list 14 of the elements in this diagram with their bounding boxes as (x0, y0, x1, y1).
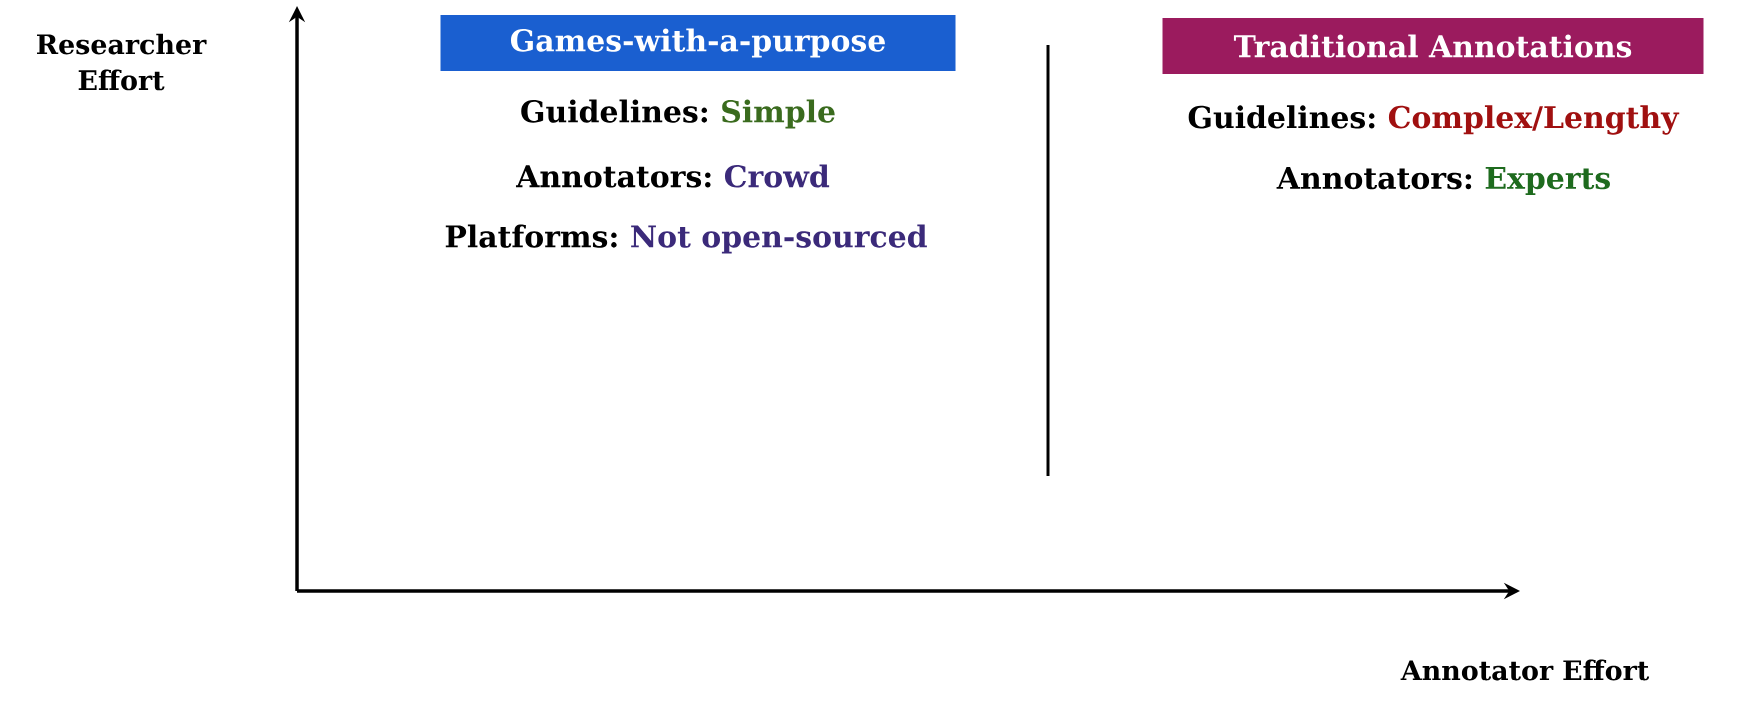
field-value: Experts (1485, 167, 1610, 195)
field-value: Crowd (724, 164, 830, 188)
field-label: Annotators: (1276, 167, 1472, 190)
title-banner: Games-with-a-purpose (440, 15, 956, 71)
title-banner: Traditional Annotations (1162, 18, 1704, 74)
axis-label: Annotator Effort (1400, 659, 1650, 681)
field-value: Complex/Lengthy (1388, 105, 1680, 135)
field-label: Annotators: (516, 165, 711, 188)
field-label: Platforms: (445, 224, 617, 248)
field-value: Not open-sourced (631, 224, 927, 254)
field-label: Guidelines: (1188, 105, 1375, 129)
axis-label: Researcher Effort (37, 33, 207, 91)
field-label: Guidelines: (521, 99, 708, 123)
field-value: Simple (722, 99, 835, 129)
